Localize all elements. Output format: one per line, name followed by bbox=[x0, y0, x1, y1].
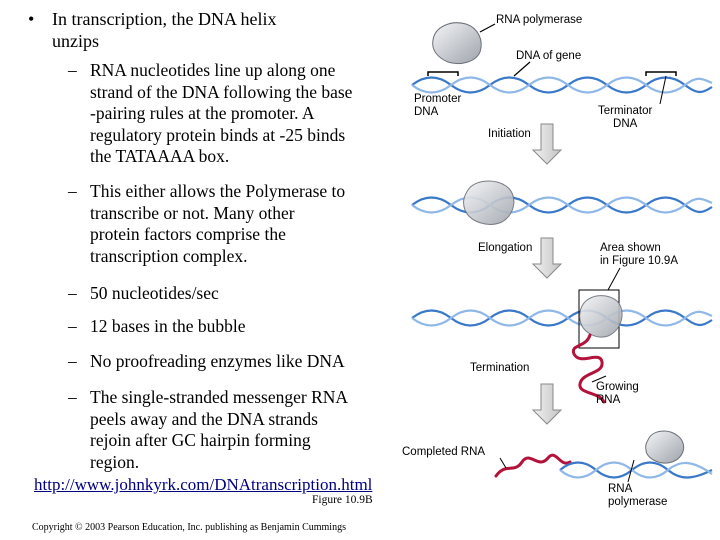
dash-marker: – bbox=[68, 387, 77, 407]
dna-helix-row-4 bbox=[559, 461, 713, 479]
sub-bullet-3-line-1: 50 nucleotides/sec bbox=[90, 283, 219, 303]
sub-bullet-6-line-1: The single-stranded messenger RNA bbox=[90, 387, 349, 407]
transcription-link[interactable]: http://www.johnkyrk.com/DNAtranscription… bbox=[34, 475, 373, 494]
dash-marker: – bbox=[68, 60, 77, 80]
label-dna-of-gene: DNA of gene bbox=[516, 50, 582, 62]
sub-bullet-1-line-3: -pairing rules at the promoter. A bbox=[90, 103, 315, 123]
area-shown-pointer bbox=[607, 267, 621, 291]
completed-rna-pointer bbox=[499, 457, 507, 469]
sub-bullet-3: – 50 nucleotides/sec bbox=[68, 283, 400, 305]
label-initiation: Initiation bbox=[488, 128, 531, 140]
main-bullet-line-2: unzips bbox=[52, 31, 99, 51]
label-termination: Termination bbox=[470, 362, 530, 374]
label-terminator-dna: Terminator DNA bbox=[598, 105, 652, 131]
sub-bullet-1-line-1: RNA nucleotides line up along one bbox=[90, 60, 336, 80]
rna-polymerase-row-3 bbox=[579, 295, 623, 338]
main-bullet: • In transcription, the DNA helix unzips bbox=[28, 8, 358, 52]
label-promoter-line-2: DNA bbox=[414, 106, 439, 118]
copyright-text: Copyright © 2003 Pearson Education, Inc.… bbox=[32, 522, 346, 533]
sub-bullet-2: – This either allows the Polymerase to t… bbox=[68, 181, 400, 267]
sub-bullet-2-line-2: transcribe or not. Many other bbox=[90, 202, 295, 223]
sub-bullet-2-line-3: protein factors comprise the bbox=[90, 224, 286, 244]
sub-bullet-6: – The single-stranded messenger RNA peel… bbox=[68, 387, 400, 473]
rna-polymerase-top-pointer bbox=[479, 23, 496, 33]
label-promoter-dna: Promoter DNA bbox=[414, 93, 461, 119]
promoter-bracket bbox=[427, 71, 459, 76]
sub-bullet-6-line-3: rejoin after GC hairpin forming bbox=[90, 430, 311, 450]
label-rna-polymerase-bottom-line-2: polymerase bbox=[608, 496, 668, 508]
label-completed-rna: Completed RNA bbox=[402, 446, 486, 458]
label-rna-polymerase-bottom: RNA polymerase bbox=[608, 483, 667, 509]
completed-rna-strand bbox=[494, 453, 572, 478]
label-rna-polymerase-top: RNA polymerase bbox=[496, 14, 583, 26]
label-growing-line-2: RNA bbox=[596, 394, 621, 406]
sub-bullet-1-line-4: regulatory protein binds at -25 binds bbox=[90, 124, 346, 145]
terminator-bracket bbox=[645, 71, 677, 76]
sub-bullet-4: – 12 bases in the bubble bbox=[68, 316, 400, 338]
dash-marker: – bbox=[68, 351, 77, 371]
growing-rna-strand bbox=[571, 333, 606, 404]
dna-helix-row-1 bbox=[411, 76, 713, 94]
sub-bullet-4-line-1: 12 bases in the bubble bbox=[90, 316, 246, 336]
label-growing-rna: Growing RNA bbox=[596, 381, 639, 407]
label-growing-line-1: Growing bbox=[596, 381, 639, 393]
dash-marker: – bbox=[68, 316, 77, 336]
sub-bullet-2-line-1: This either allows the Polymerase to bbox=[90, 181, 346, 201]
label-area-shown-line-1: Area shown bbox=[600, 242, 661, 254]
label-elongation: Elongation bbox=[478, 242, 533, 254]
dash-marker: – bbox=[68, 181, 77, 201]
sub-bullet-2-line-4: transcription complex. bbox=[90, 245, 248, 266]
sub-bullet-6-line-4: region. bbox=[90, 451, 140, 472]
figure-caption: Figure 10.9B bbox=[312, 494, 373, 506]
bullet-marker: • bbox=[28, 9, 35, 29]
initiation-arrow bbox=[531, 123, 563, 165]
sub-bullet-6-line-2: peels away and the DNA strands bbox=[90, 408, 318, 429]
termination-arrow bbox=[531, 383, 563, 425]
rna-polymerase-bottom-pointer bbox=[627, 459, 635, 483]
growing-rna-pointer bbox=[591, 375, 607, 383]
dna-helix-row-3 bbox=[411, 309, 713, 327]
sub-bullet-1-line-2: strand of the DNA following the base bbox=[90, 81, 353, 102]
rna-polymerase-row-2 bbox=[463, 180, 515, 225]
elongation-arrow bbox=[531, 237, 563, 279]
label-terminator-line-2: DNA bbox=[613, 118, 638, 130]
dna-of-gene-pointer bbox=[513, 61, 531, 77]
label-area-shown-line-2: in Figure 10.9A bbox=[600, 255, 678, 267]
dash-marker: – bbox=[68, 283, 77, 303]
label-terminator-line-1: Terminator bbox=[598, 105, 653, 117]
sub-bullet-5: – No proofreading enzymes like DNA bbox=[68, 351, 400, 373]
sub-bullet-1: – RNA nucleotides line up along one stra… bbox=[68, 60, 400, 168]
dna-helix-row-2 bbox=[411, 196, 713, 214]
label-area-shown: Area shown in Figure 10.9A bbox=[600, 242, 678, 268]
sub-bullet-5-line-1: No proofreading enzymes like DNA bbox=[90, 351, 345, 371]
label-promoter-line-1: Promoter bbox=[414, 93, 462, 105]
rna-polymerase-top-shape bbox=[432, 22, 482, 65]
rna-polymerase-bottom-shape bbox=[645, 430, 685, 464]
sub-bullet-1-line-5: the TATAAAA box. bbox=[90, 146, 230, 166]
terminator-pointer bbox=[659, 75, 667, 105]
label-rna-polymerase-bottom-line-1: RNA bbox=[608, 483, 633, 495]
main-bullet-line-1: In transcription, the DNA helix bbox=[52, 9, 277, 29]
